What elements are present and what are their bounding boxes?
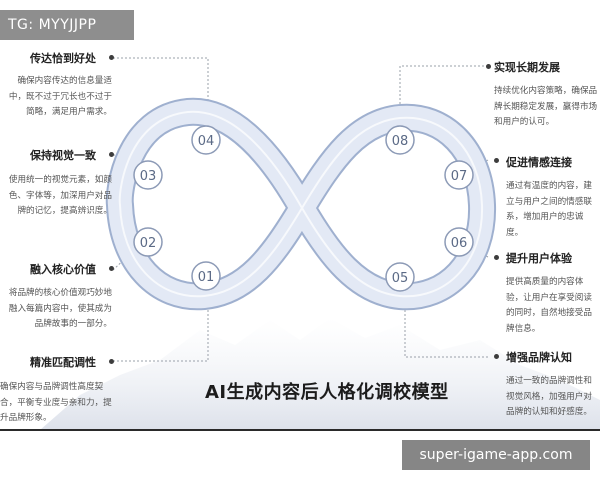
node-label: 07 (451, 169, 468, 184)
item-desc: 提供高质量的内容体验，让用户在享受阅读的同时，自然地接受品牌信息。 (506, 277, 592, 334)
item-desc: 使用统一的视觉元素，如颜色、字体等，加深用户对品牌的记忆，提高辨识度。 (8, 175, 112, 216)
node-02: 02 (133, 227, 163, 257)
connector-dot-left-4 (109, 359, 114, 364)
item-left-1: 传达恰到好处 确保内容传达的信息量适中，既不过于冗长也不过于简略，满足用户需求。 (4, 50, 116, 121)
node-circle (385, 262, 415, 292)
connector-dot-right-1 (486, 64, 491, 69)
node-04: 04 (191, 125, 221, 155)
mountain-wash (40, 318, 600, 430)
item-desc: 确保内容与品牌调性高度契合，平衡专业度与亲和力，提升品牌形象。 (0, 382, 112, 423)
node-label: 03 (140, 169, 157, 184)
node-label: 04 (198, 134, 215, 149)
infinity-band-inner (107, 99, 495, 309)
item-right-4: 增强品牌认知 通过一致的品牌调性和视觉风格，加强用户对品牌的认知和好感度。 (506, 349, 600, 421)
node-07: 07 (444, 160, 474, 190)
item-right-2: 促进情感连接 通过有温度的内容，建立与用户之间的情感联系，增加用户的忠诚度。 (506, 154, 600, 241)
item-title: 传达恰到好处 (30, 52, 96, 65)
item-title: 精准匹配调性 (30, 356, 96, 369)
node-circle (133, 160, 163, 190)
node-label: 06 (451, 236, 468, 251)
node-circle (133, 227, 163, 257)
item-title: 实现长期发展 (494, 61, 560, 74)
item-right-3: 提升用户体验 提供高质量的内容体验，让用户在享受阅读的同时，自然地接受品牌信息。 (506, 250, 600, 337)
connector-dot-left-2 (109, 152, 114, 157)
item-title: 促进情感连接 (506, 156, 572, 169)
node-circle (444, 160, 474, 190)
connector-dot-right-3 (494, 255, 499, 260)
node-circle (191, 261, 221, 291)
node-circle (191, 125, 221, 155)
connector-dot-right-4 (494, 354, 499, 359)
node-06: 06 (444, 227, 474, 257)
node-circle (444, 227, 474, 257)
item-title: 融入核心价值 (30, 263, 96, 276)
item-desc: 确保内容传达的信息量适中，既不过于冗长也不过于简略，满足用户需求。 (8, 76, 112, 117)
node-08: 08 (385, 125, 415, 155)
node-03: 03 (133, 160, 163, 190)
baseline-divider (0, 429, 600, 431)
diagram-title: AI生成内容后人格化调校模型 (205, 382, 449, 403)
item-left-4: 精准匹配调性 确保内容与品牌调性高度契合，平衡专业度与亲和力，提升品牌形象。 (0, 354, 120, 427)
node-01: 01 (191, 261, 221, 291)
item-left-2: 保持视觉一致 使用统一的视觉元素，如颜色、字体等，加深用户对品牌的记忆，提高辨识… (4, 147, 116, 220)
item-title: 保持视觉一致 (30, 149, 96, 162)
node-circle (385, 125, 415, 155)
node-05: 05 (385, 262, 415, 292)
node-label: 01 (198, 270, 215, 285)
item-desc: 通过一致的品牌调性和视觉风格，加强用户对品牌的认知和好感度。 (506, 376, 592, 417)
site-url-label: super-igame-app.com (402, 440, 590, 470)
item-desc: 持续优化内容策略，确保品牌长期稳定发展，赢得市场和用户的认可。 (494, 86, 598, 127)
item-title: 提升用户体验 (506, 252, 572, 265)
watermark-tag: TG: MYYJJPP (0, 10, 134, 40)
item-title: 增强品牌认知 (506, 351, 572, 364)
item-left-3: 融入核心价值 将品牌的核心价值观巧妙地融入每篇内容中，使其成为品牌故事的一部分。 (4, 261, 116, 333)
infinity-band-center-line (118, 110, 484, 298)
connector-dot-right-2 (494, 158, 499, 163)
node-label: 02 (140, 236, 157, 251)
node-label: 08 (392, 134, 409, 149)
item-desc: 通过有温度的内容，建立与用户之间的情感联系，增加用户的忠诚度。 (506, 181, 592, 238)
connector-dot-left-3 (109, 266, 114, 271)
item-desc: 将品牌的核心价值观巧妙地融入每篇内容中，使其成为品牌故事的一部分。 (8, 288, 112, 329)
connector-dot-left-1 (109, 55, 114, 60)
node-label: 05 (392, 271, 409, 286)
item-right-1: 实现长期发展 持续优化内容策略，确保品牌长期稳定发展，赢得市场和用户的认可。 (494, 59, 600, 131)
